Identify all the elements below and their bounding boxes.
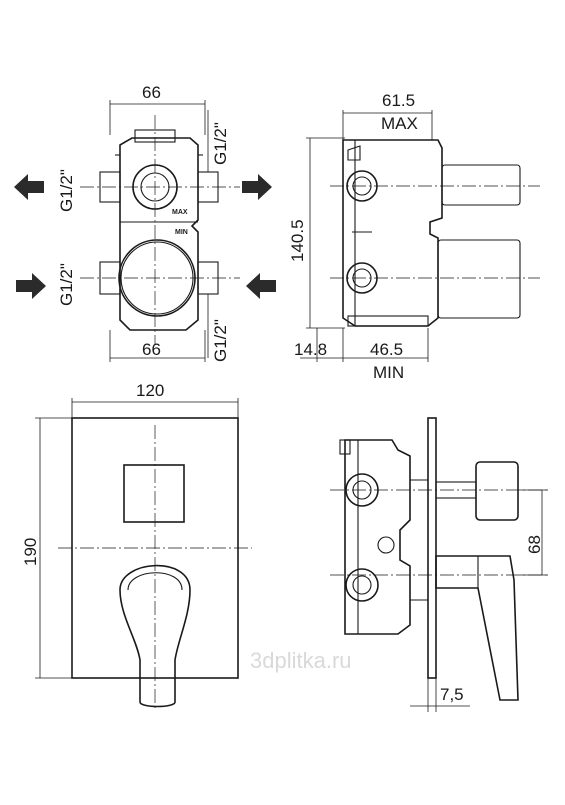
watermark: 3dplitka.ru <box>250 648 352 673</box>
thread-left-upper: G1/2" <box>57 169 76 212</box>
outlet-arrow-left-upper <box>14 174 44 200</box>
body-front-view: 66 MAX MIN G1/2" G1/2" G1/2" <box>14 83 276 362</box>
plate-front-view: 120 190 <box>21 381 252 710</box>
thread-left-lower: G1/2" <box>57 263 76 306</box>
assembly-side-view: 68 7,5 <box>330 417 548 712</box>
body-max-label: MAX <box>172 209 188 216</box>
thread-right-lower: G1/2" <box>211 319 230 362</box>
dim-plate-thickness: 7,5 <box>440 685 464 704</box>
dim-depth-max: 61.5 <box>382 91 415 110</box>
body-side-view: 61.5 MAX 140.5 14.8 46.5 MIN <box>288 91 540 382</box>
dim-plate-width: 120 <box>136 381 164 400</box>
dim-depth-min: 46.5 <box>370 340 403 359</box>
inlet-arrow-right-lower <box>246 273 276 299</box>
dim-max-label: MAX <box>381 114 418 133</box>
dim-min-label: MIN <box>373 363 404 382</box>
dim-plate-height: 190 <box>21 538 40 566</box>
dim-offset: 14.8 <box>294 340 327 359</box>
dim-height: 140.5 <box>288 219 307 262</box>
dim-bottom-width: 66 <box>142 340 161 359</box>
body-min-label: MIN <box>175 229 188 236</box>
thread-right-upper: G1/2" <box>211 122 230 165</box>
inlet-arrow-left-lower <box>16 273 46 299</box>
outlet-arrow-right-upper <box>242 174 272 200</box>
dim-top-width: 66 <box>142 83 161 102</box>
dim-spout-axis: 68 <box>525 535 544 554</box>
